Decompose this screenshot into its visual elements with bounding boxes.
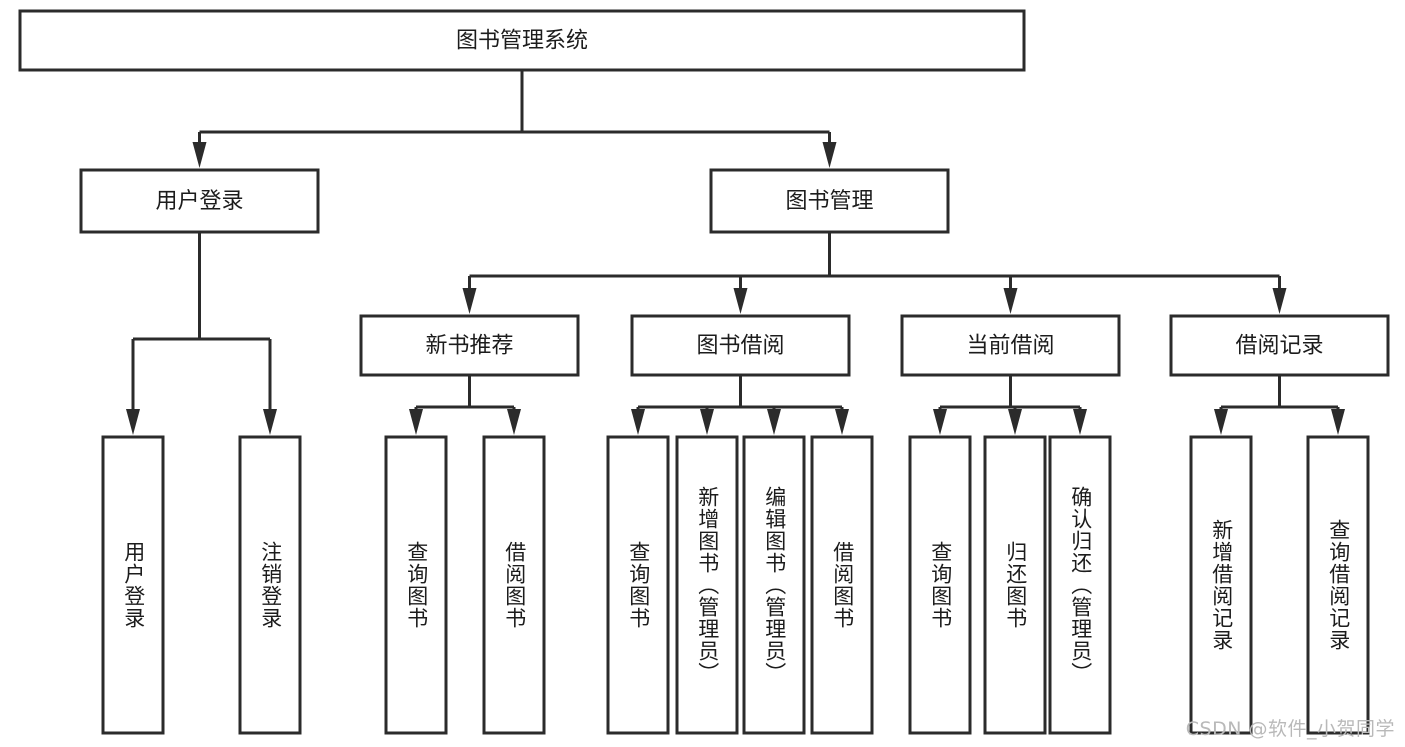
connector-lines xyxy=(126,70,1345,435)
arrow-head-icon xyxy=(822,142,837,168)
arrow-head-icon xyxy=(700,409,714,435)
arrow-head-icon xyxy=(1073,409,1087,435)
node-label-book-manage: 图书管理 xyxy=(785,189,873,214)
arrow-head-icon xyxy=(767,409,781,435)
arrow-head-icon xyxy=(462,288,477,314)
node-box-leaf-edit-book[interactable] xyxy=(742,435,806,735)
arrow-head-icon xyxy=(1331,409,1345,435)
arrow-head-icon xyxy=(1214,409,1228,435)
arrow-head-icon xyxy=(933,409,947,435)
node-box-book-manage[interactable] xyxy=(709,168,950,234)
node-box-leaf-return-book[interactable] xyxy=(983,435,1047,735)
node-label-user-login: 用户登录 xyxy=(155,189,243,214)
node-box-leaf-query-book-2[interactable] xyxy=(606,435,670,735)
node-box-leaf-borrow-book-2[interactable] xyxy=(810,435,874,735)
node-box-leaf-user-login[interactable] xyxy=(101,435,165,735)
node-box-leaf-logout[interactable] xyxy=(238,435,302,735)
node-box-borrow-record[interactable] xyxy=(1169,314,1390,377)
node-label-borrow-record: 借阅记录 xyxy=(1235,334,1323,359)
node-box-leaf-query-record[interactable] xyxy=(1306,435,1370,735)
node-box-leaf-add-book[interactable] xyxy=(675,435,739,735)
arrow-head-icon xyxy=(835,409,849,435)
node-label-book-borrow: 图书借阅 xyxy=(696,334,784,359)
node-box-root[interactable] xyxy=(18,9,1026,72)
node-label-current-borrow: 当前借阅 xyxy=(966,334,1054,359)
node-box-leaf-confirm-return[interactable] xyxy=(1048,435,1112,735)
node-box-user-login[interactable] xyxy=(79,168,320,234)
node-box-book-borrow[interactable] xyxy=(630,314,851,377)
arrow-head-icon xyxy=(733,288,748,314)
watermark: CSDN @软件_小贺同学 xyxy=(1185,718,1395,740)
node-box-current-borrow[interactable] xyxy=(900,314,1121,377)
arrow-head-icon xyxy=(1003,288,1018,314)
arrow-head-icon xyxy=(1272,288,1287,314)
arrow-head-icon xyxy=(631,409,645,435)
node-box-leaf-add-record[interactable] xyxy=(1189,435,1253,735)
arrow-head-icon xyxy=(409,409,423,435)
node-box-leaf-borrow-book-1[interactable] xyxy=(482,435,546,735)
node-label-root: 图书管理系统 xyxy=(456,29,588,54)
node-label-new-book-rec: 新书推荐 xyxy=(425,334,513,359)
arrow-head-icon xyxy=(263,409,277,435)
arrow-head-icon xyxy=(1008,409,1022,435)
node-box-leaf-query-book-1[interactable] xyxy=(384,435,448,735)
node-box-new-book-rec[interactable] xyxy=(359,314,580,377)
arrow-head-icon xyxy=(192,142,207,168)
node-box-leaf-query-book-3[interactable] xyxy=(908,435,972,735)
arrow-head-icon xyxy=(126,409,140,435)
arrow-head-icon xyxy=(507,409,521,435)
